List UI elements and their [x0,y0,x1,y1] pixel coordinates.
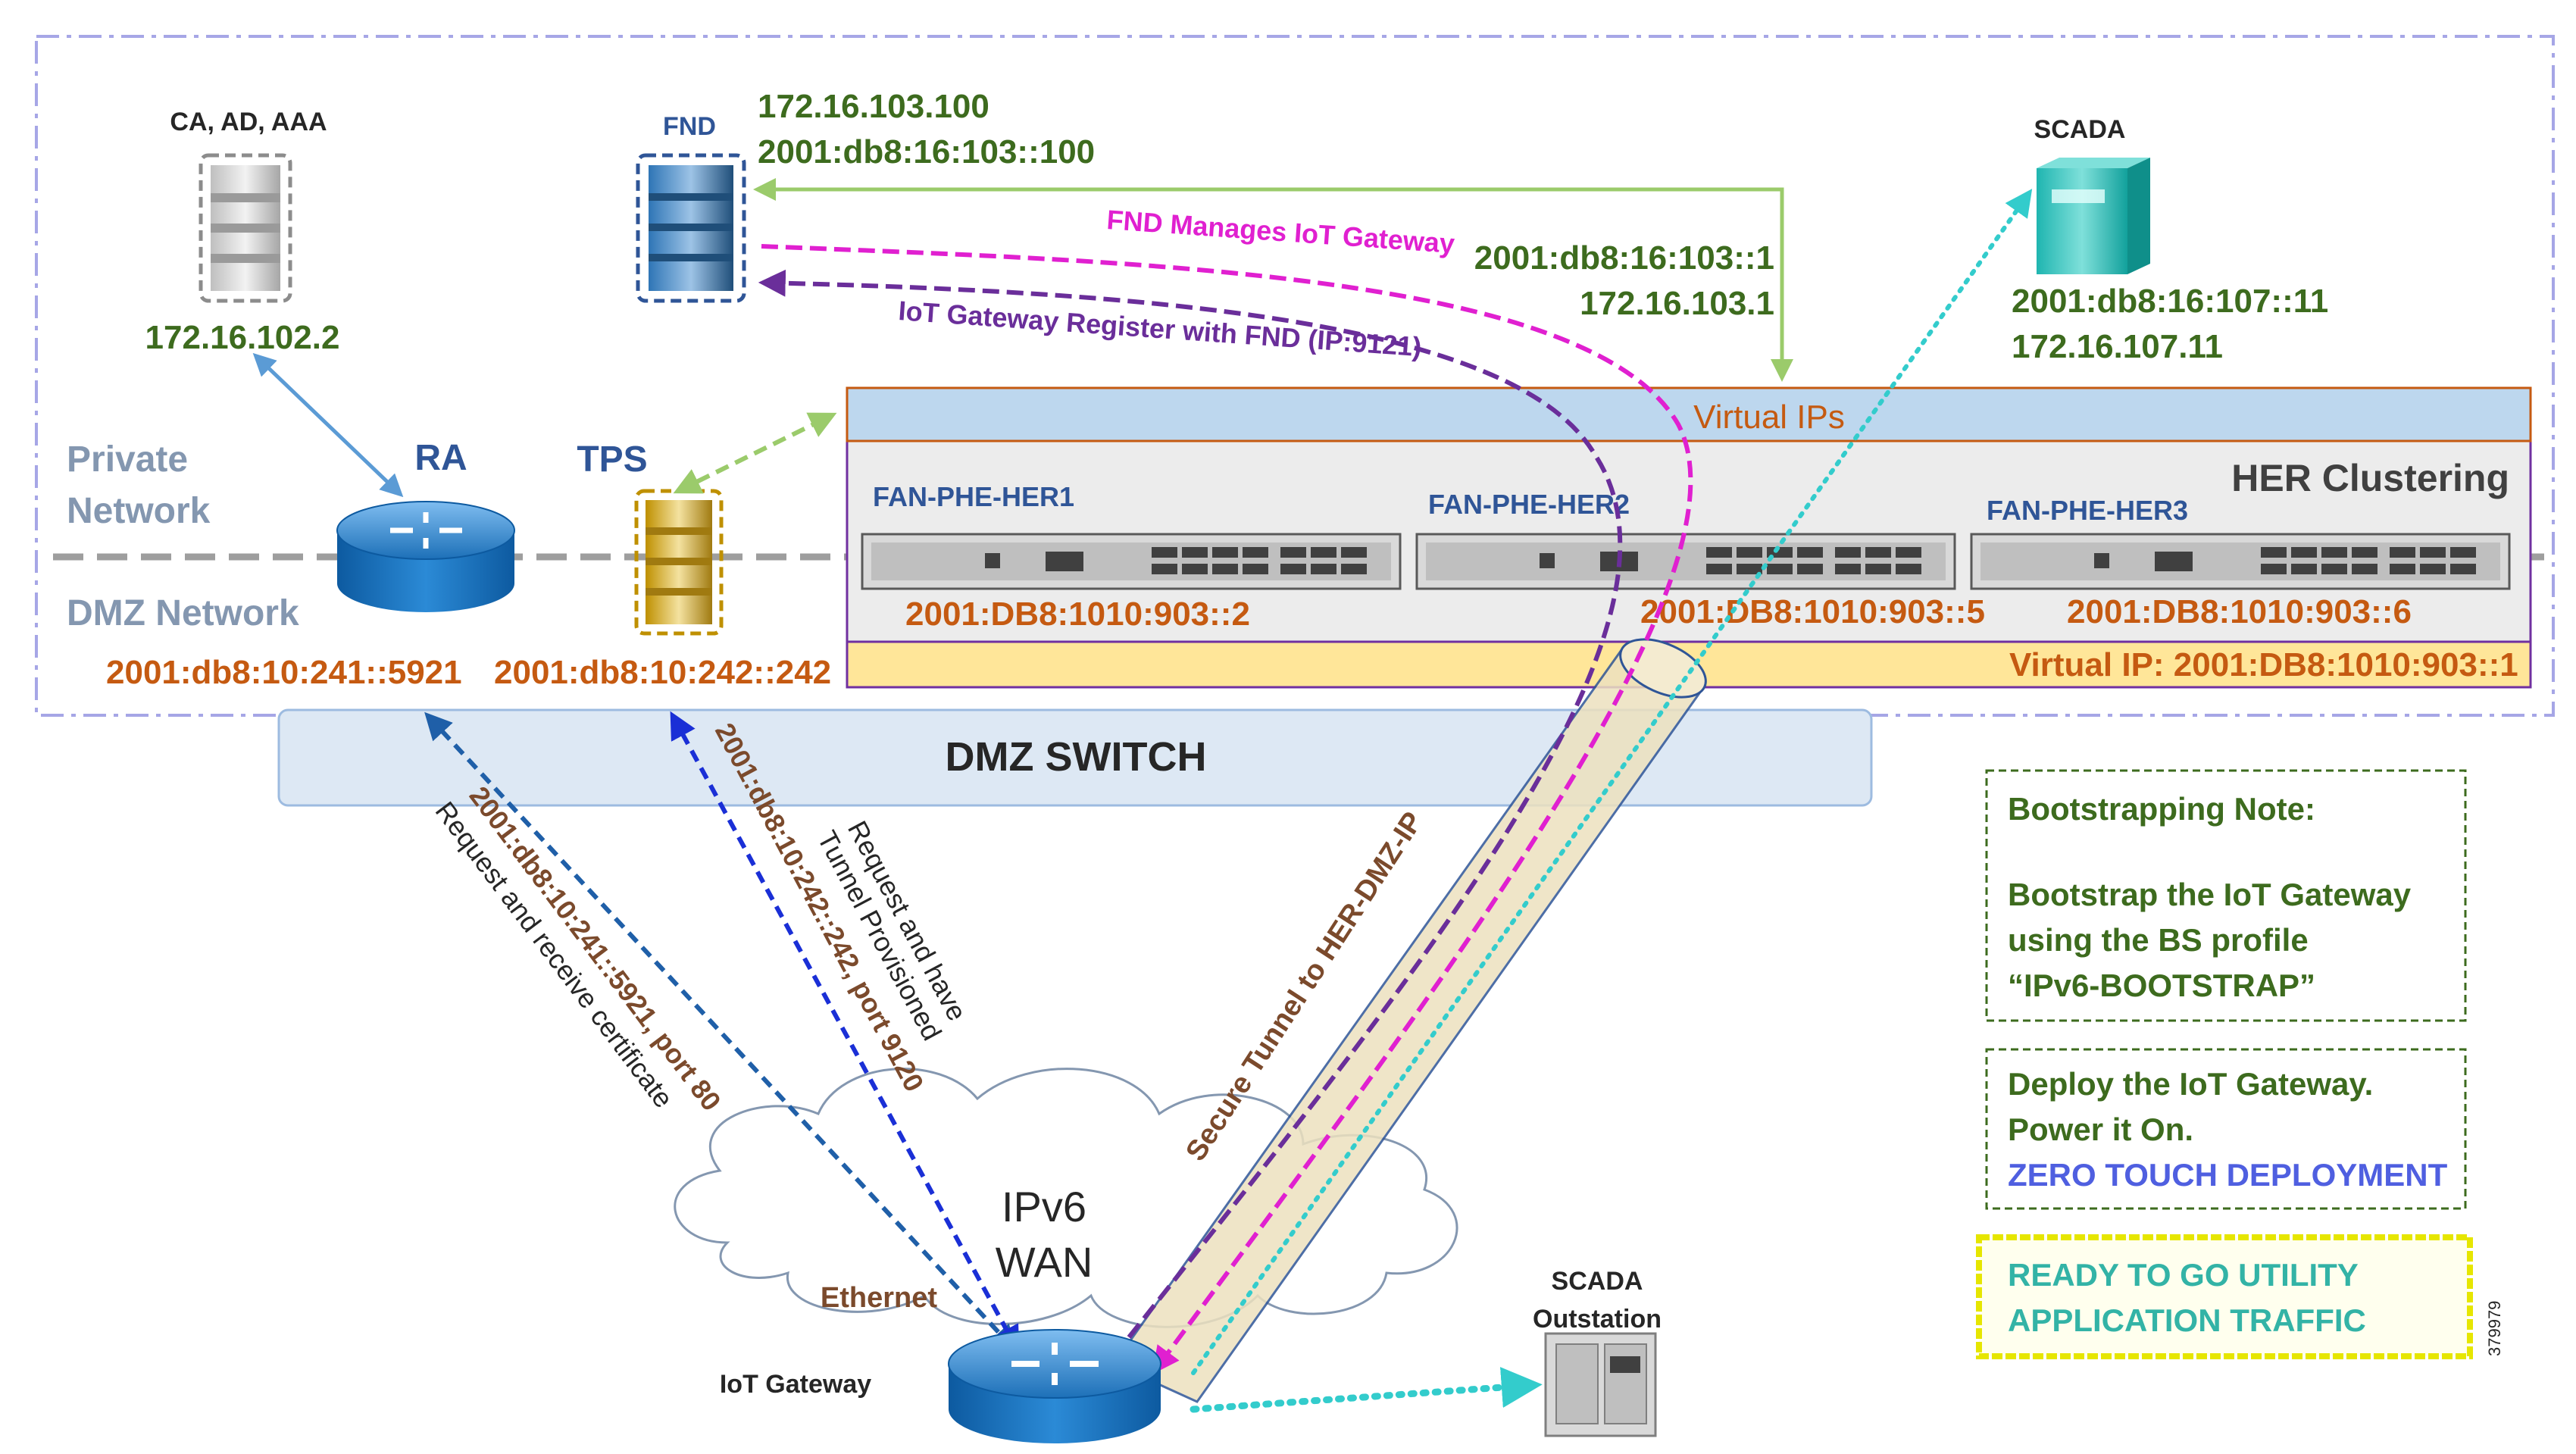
private-network-label-line2: Network [67,491,211,531]
scada-ipv4: 172.16.107.11 [2012,328,2223,365]
deploy-note-line1: Deploy the IoT Gateway. [2008,1066,2373,1102]
ra-action-label: Request and receive certificate [430,796,680,1113]
her-gateway-ipv4: 172.16.103.1 [1580,285,1774,322]
ready-note-box [1976,1234,2473,1359]
gateway-scada-path [1191,189,2033,1375]
scada-outstation-icon [1544,1332,1657,1437]
virtual-ips-label: Virtual IPs [1693,399,1845,436]
deploy-note-box [1985,1048,2467,1210]
ca-ra-link [252,352,404,498]
gateway-register-path [758,269,1623,1358]
bootstrap-note-title: Bootstrapping Note: [2008,791,2315,827]
deploy-note-line2: Power it On. [2008,1112,2193,1147]
fnd-server-icon [636,153,746,303]
ca-server-icon [199,153,292,303]
bootstrap-note-line3: “IPv6-BOOTSTRAP” [2008,968,2315,1003]
ready-note-line2: APPLICATION TRAFFIC [2008,1302,2366,1338]
her3-ip: 2001:DB8:1010:903::6 [2067,593,2412,630]
deploy-note-line3: ZERO TOUCH DEPLOYMENT [2008,1157,2448,1193]
tps-her-link [673,412,837,494]
iot-gateway-router-icon [948,1329,1161,1443]
her1-chassis-icon [861,533,1402,590]
her1-ip: 2001:DB8:1010:903::2 [905,596,1250,633]
dmz-network-label: DMZ Network [67,593,299,633]
tps-gateway-link [670,711,1020,1354]
ca-ip: 172.16.102.2 [145,319,340,356]
virtual-ip-label: Virtual IP: 2001:DB8:1010:903::1 [2009,646,2518,683]
scada-ipv6: 2001:db8:16:107::11 [2012,283,2328,320]
fnd-ipv6: 2001:db8:16:103::100 [758,133,1095,170]
scada-outstation-title-line1: SCADA [1552,1267,1643,1296]
ra-address-label: 2001:db8:10:241::5921, port 80 [464,780,727,1116]
her-clustering-title: HER Clustering [2231,457,2509,499]
scada-outstation-title-line2: Outstation [1533,1305,1662,1334]
bootstrap-note-line1: Bootstrap the IoT Gateway [2008,877,2412,912]
virtual-ips-bar [846,386,2532,442]
wan-label-line1: IPv6 [1002,1183,1086,1230]
fnd-title: FND [663,112,716,141]
scada-server-icon [2037,158,2150,274]
iot-gateway-title: IoT Gateway [720,1370,871,1399]
scada-title: SCADA [2034,115,2126,144]
fnd-manages-label: FND Manages IoT Gateway [1105,204,1455,259]
her3-chassis-icon [1970,533,2511,590]
ready-note-line1: READY TO GO UTILITY [2008,1257,2359,1293]
tps-title: TPS [577,439,647,480]
fnd-her-link [753,178,1793,382]
wan-label-line2: WAN [996,1238,1093,1286]
tps-ip: 2001:db8:10:242::242 [494,654,831,691]
her2-title: FAN-PHE-HER2 [1428,489,1630,520]
ra-ip: 2001:db8:10:241::5921 [106,654,462,691]
network-boundary [35,35,2555,717]
ca-title: CA, AD, AAA [170,108,327,136]
her2-ip: 2001:DB8:1010:903::5 [1640,593,1985,630]
bootstrap-note-line2: using the BS profile [2008,922,2309,958]
private-network-label-line1: Private [67,439,188,480]
her1-title: FAN-PHE-HER1 [873,481,1074,512]
fnd-manages-path [761,244,1693,1374]
fnd-ipv4: 172.16.103.100 [758,88,989,125]
her-gateway-ipv6: 2001:db8:16:103::1 [1474,239,1774,277]
ra-router-icon [336,501,515,612]
dmz-switch-label: DMZ SWITCH [946,734,1207,780]
her3-title: FAN-PHE-HER3 [1987,495,2188,526]
gateway-outstation-path [1190,1367,1543,1413]
figure-id: 379979 [2485,1301,2504,1356]
ethernet-label: Ethernet [821,1282,937,1314]
bootstrap-note-box [1985,769,2467,1022]
her2-chassis-icon [1415,533,1956,590]
tps-server-icon [634,489,724,636]
ra-title: RA [414,438,467,478]
